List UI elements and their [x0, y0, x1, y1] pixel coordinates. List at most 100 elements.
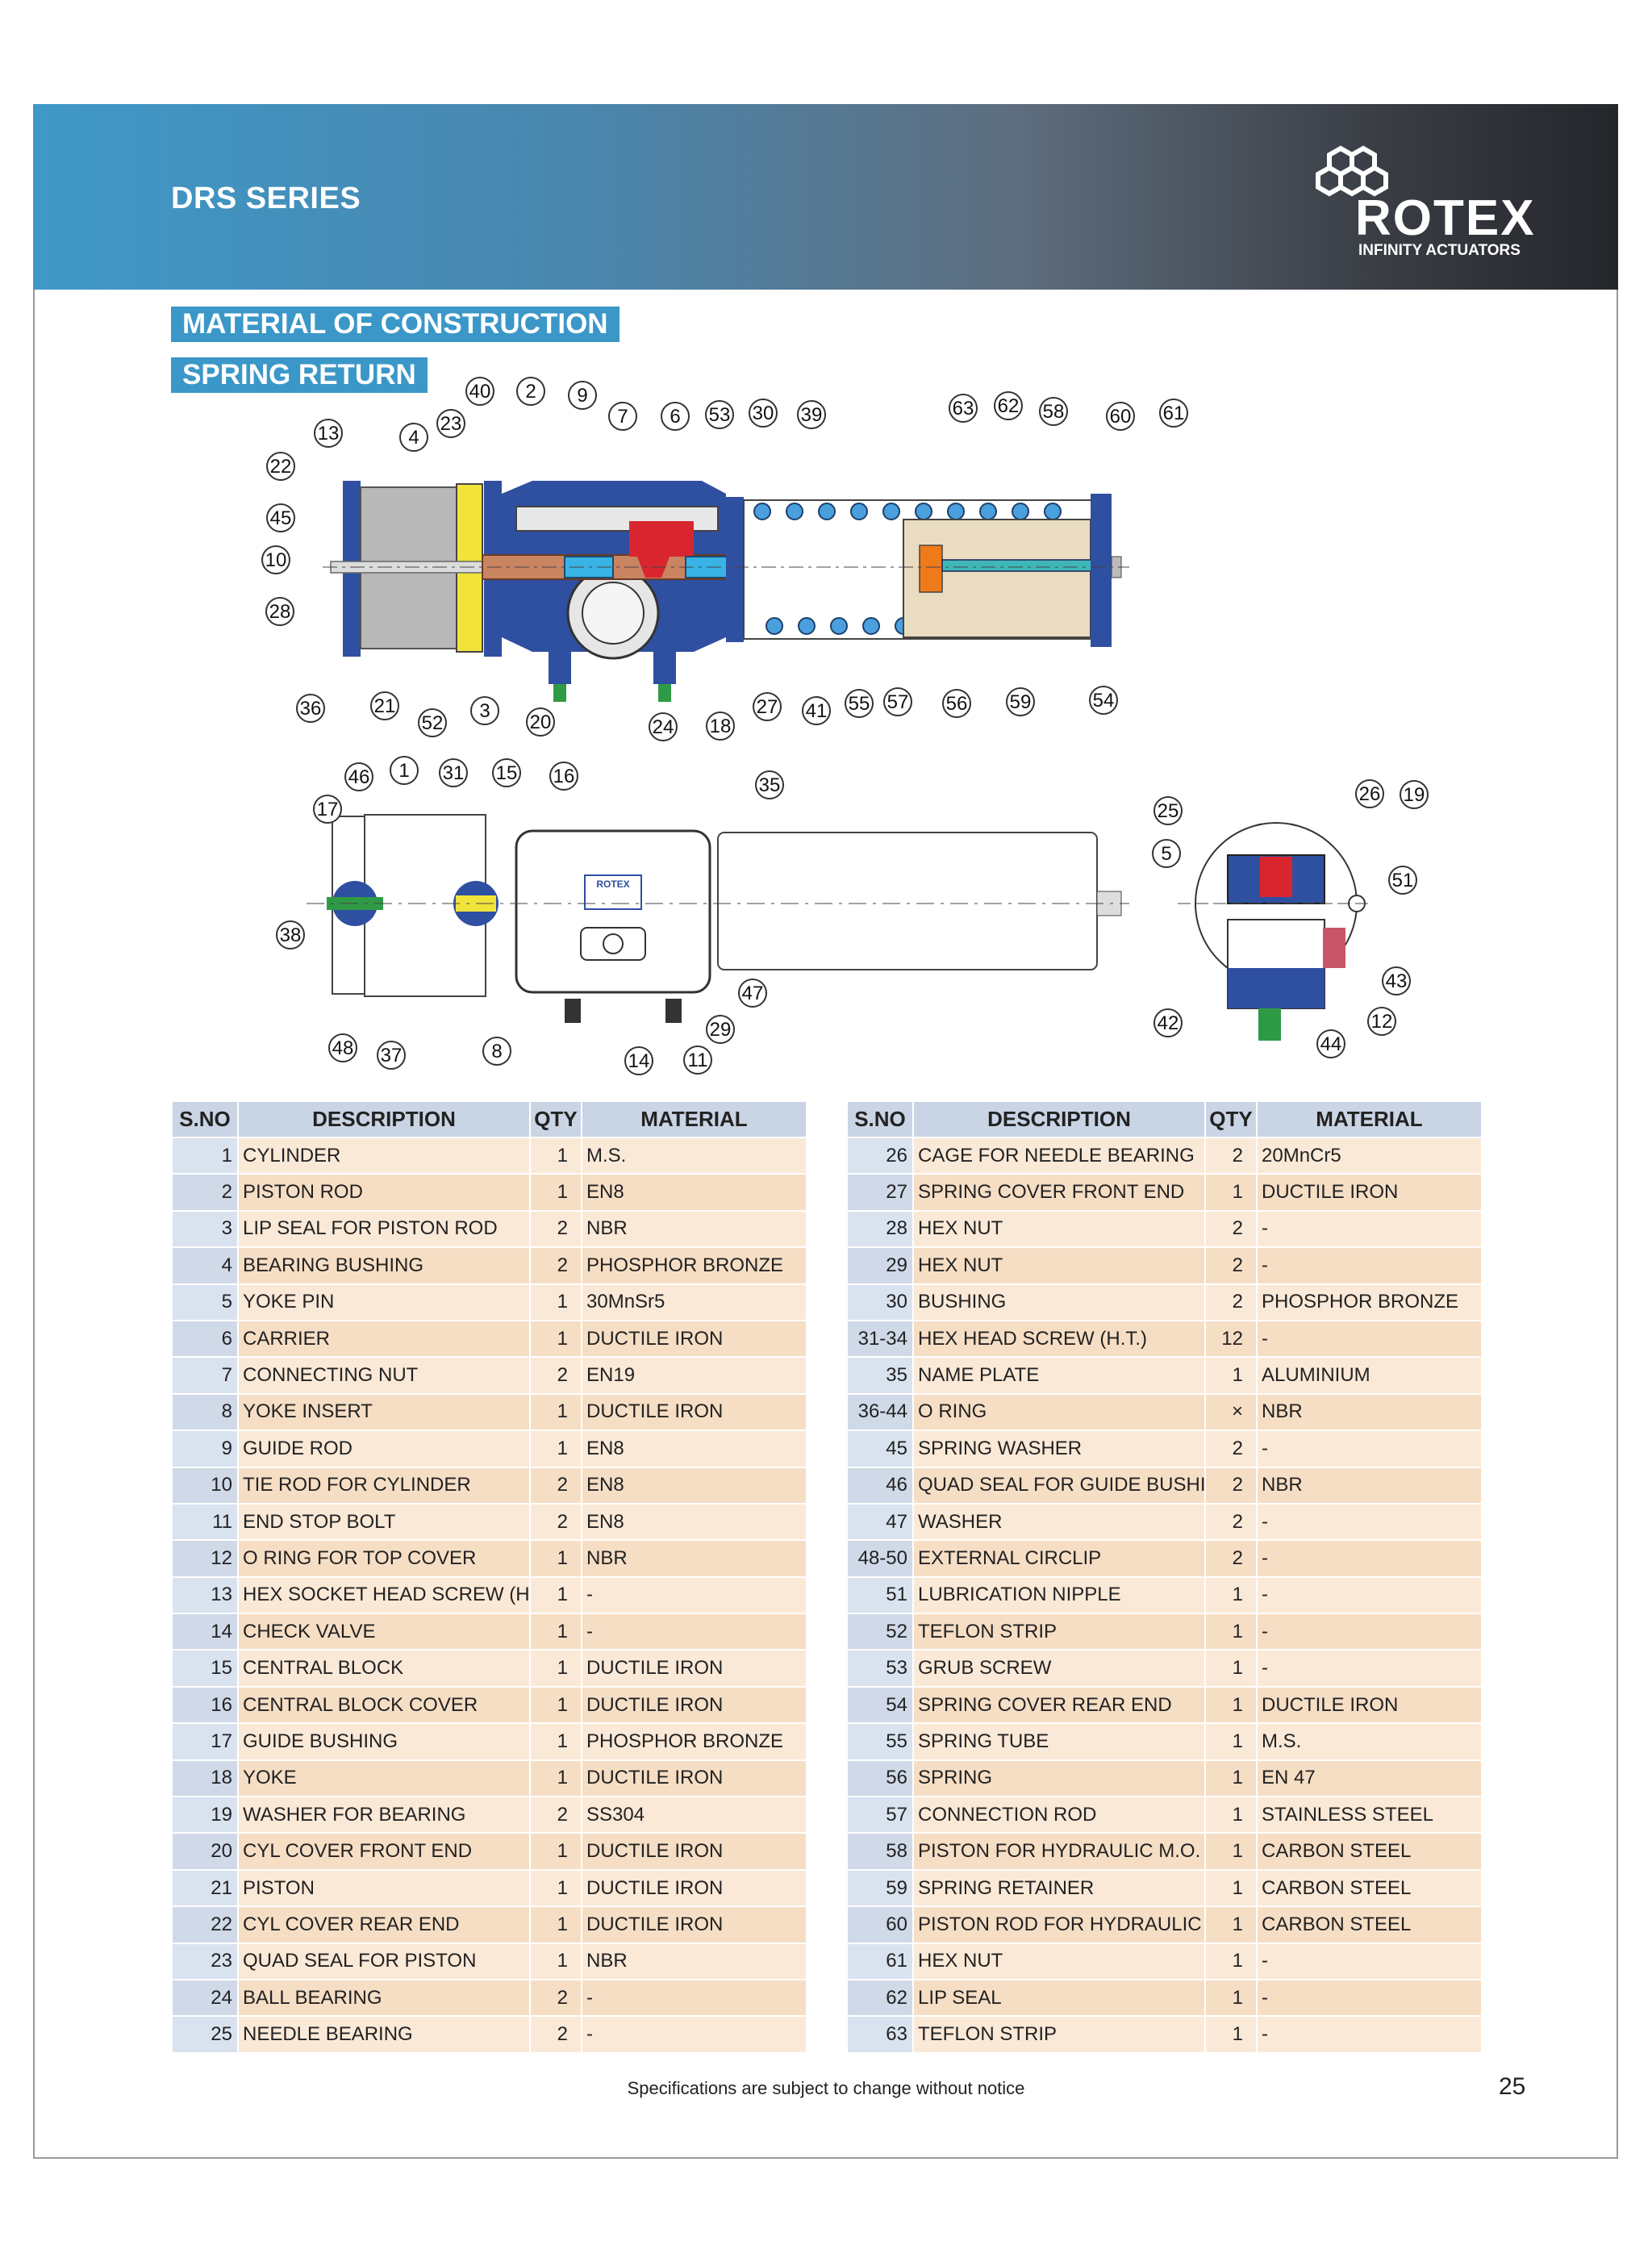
col-material: MATERIAL — [1256, 1100, 1483, 1138]
cell-sno: 21 — [171, 1868, 239, 1908]
cell-material: PHOSPHOR BRONZE — [581, 1246, 807, 1285]
cell-description: NEEDLE BEARING — [237, 2015, 531, 2054]
svg-text:29: 29 — [710, 1019, 732, 1041]
svg-text:51: 51 — [1392, 870, 1414, 891]
header-banner — [33, 104, 1618, 290]
cell-material: EN 47 — [1256, 1759, 1483, 1798]
cell-material: EN8 — [581, 1466, 807, 1505]
svg-text:43: 43 — [1386, 970, 1408, 992]
cell-qty: 1 — [529, 1539, 582, 1578]
svg-text:1: 1 — [398, 760, 409, 782]
svg-text:15: 15 — [496, 762, 518, 784]
cell-description: SPRING COVER FRONT END — [912, 1173, 1206, 1212]
cell-sno: 1 — [171, 1136, 239, 1175]
cell-qty: 1 — [529, 1868, 582, 1908]
table-header-row: S.NO DESCRIPTION QTY MATERIAL — [846, 1100, 1483, 1138]
svg-text:6: 6 — [670, 406, 680, 428]
cell-material: DUCTILE IRON — [581, 1759, 807, 1798]
cell-material: - — [1256, 1978, 1483, 2018]
cell-sno: 25 — [171, 2015, 239, 2054]
cell-material: - — [1256, 1575, 1483, 1615]
cell-sno: 60 — [846, 1905, 914, 1944]
spring-tube-side — [717, 832, 1098, 970]
cell-sno: 14 — [171, 1613, 239, 1651]
cell-material: M.S. — [1256, 1722, 1483, 1761]
yoke — [629, 521, 694, 578]
cell-description: YOKE — [237, 1759, 531, 1798]
cell-description: BEARING BUSHING — [237, 1246, 531, 1285]
cell-description: CAGE FOR NEEDLE BEARING — [912, 1136, 1206, 1175]
cell-qty: 1 — [529, 1832, 582, 1871]
svg-text:56: 56 — [946, 693, 968, 715]
cell-description: HEX HEAD SCREW (H.T.) — [912, 1319, 1206, 1358]
cell-qty: 1 — [1204, 1832, 1258, 1871]
svg-text:16: 16 — [553, 766, 575, 787]
cell-qty: 1 — [1204, 1759, 1258, 1798]
cell-sno: 29 — [846, 1246, 914, 1285]
svg-text:12: 12 — [1371, 1011, 1393, 1033]
cell-qty: 1 — [1204, 1649, 1258, 1688]
svg-text:60: 60 — [1110, 406, 1132, 428]
cell-description: EXTERNAL CIRCLIP — [912, 1539, 1206, 1578]
svg-text:19: 19 — [1404, 784, 1425, 806]
brand-tagline: INFINITY ACTUATORS — [1358, 242, 1521, 259]
cell-sno: 18 — [171, 1759, 239, 1798]
cell-description: LIP SEAL FOR PISTON ROD — [237, 1209, 531, 1249]
cell-description: LUBRICATION NIPPLE — [912, 1575, 1206, 1615]
cell-sno: 30 — [846, 1283, 914, 1321]
cell-description: O RING — [912, 1392, 1206, 1432]
cell-description: HEX NUT — [912, 1209, 1206, 1249]
cell-sno: 26 — [846, 1136, 914, 1175]
cell-sno: 54 — [846, 1685, 914, 1725]
cell-qty: 2 — [1204, 1466, 1258, 1505]
svg-text:54: 54 — [1093, 690, 1115, 712]
cell-sno: 56 — [846, 1759, 914, 1798]
svg-text:46: 46 — [348, 766, 370, 788]
cell-qty: 1 — [1204, 1722, 1258, 1761]
cell-sno: 8 — [171, 1392, 239, 1432]
cell-sno: 6 — [171, 1319, 239, 1358]
svg-text:22: 22 — [270, 456, 292, 478]
cell-qty: 1 — [1204, 1942, 1258, 1980]
cell-material: M.S. — [581, 1136, 807, 1175]
cell-material: DUCTILE IRON — [581, 1832, 807, 1871]
cell-sno: 53 — [846, 1649, 914, 1688]
cell-material: NBR — [581, 1942, 807, 1980]
cell-description: PISTON ROD — [237, 1173, 531, 1212]
cell-sno: 11 — [171, 1502, 239, 1542]
cell-sno: 31-34 — [846, 1319, 914, 1358]
cell-material: DUCTILE IRON — [581, 1868, 807, 1908]
cell-qty: 2 — [529, 2015, 582, 2054]
cell-qty: 1 — [1204, 1905, 1258, 1944]
rotex-logo-icon — [1316, 145, 1388, 197]
svg-text:26: 26 — [1359, 783, 1381, 805]
cell-material: - — [1256, 1246, 1483, 1285]
cell-sno: 5 — [171, 1283, 239, 1321]
cell-description: QUAD SEAL FOR GUIDE BUSHING — [912, 1466, 1206, 1505]
cell-sno: 48-50 — [846, 1539, 914, 1578]
cell-material: ALUMINIUM — [1256, 1356, 1483, 1395]
cell-sno: 35 — [846, 1356, 914, 1395]
cell-qty: 2 — [1204, 1209, 1258, 1249]
svg-text:3: 3 — [479, 700, 490, 722]
guide-rod-housing — [515, 506, 719, 532]
cell-sno: 24 — [171, 1978, 239, 2018]
cell-sno: 4 — [171, 1246, 239, 1285]
svg-text:4: 4 — [408, 427, 419, 449]
cell-qty: 12 — [1204, 1319, 1258, 1358]
svg-text:24: 24 — [653, 716, 674, 738]
cell-description: HEX NUT — [912, 1942, 1206, 1980]
cell-material: DUCTILE IRON — [581, 1392, 807, 1432]
cell-qty: 1 — [1204, 1685, 1258, 1725]
